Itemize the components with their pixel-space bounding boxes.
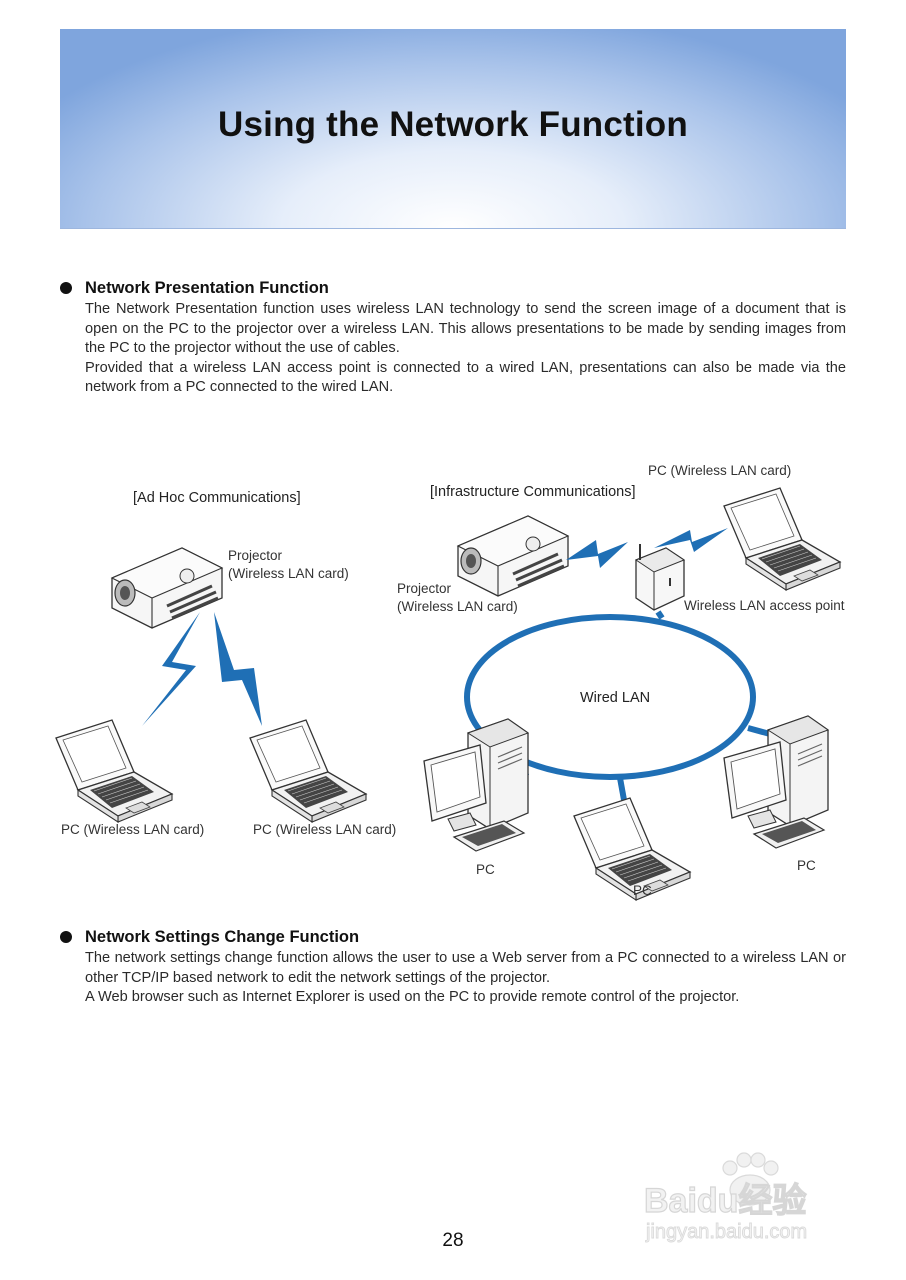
page-title: Using the Network Function <box>218 105 688 144</box>
section-paragraph: Provided that a wireless LAN access poin… <box>85 359 846 396</box>
lan-connection-line <box>617 777 627 801</box>
wireless-signal-icon <box>654 528 728 552</box>
pc-desktop-right-icon <box>723 715 829 849</box>
infra-projector-label: Projector <box>397 581 452 596</box>
network-presentation-section: Network Presentation Function The Networ… <box>60 279 846 398</box>
lan-connection-line <box>655 610 665 620</box>
adhoc-projector-label: (Wireless LAN card) <box>228 566 349 581</box>
title-banner: Using the Network Function <box>60 29 846 229</box>
adhoc-title: [Ad Hoc Communications] <box>133 490 301 506</box>
network-settings-section: Network Settings Change Function The net… <box>60 928 846 1008</box>
pc-laptop-center-icon <box>573 797 691 901</box>
adhoc-pc-label: PC (Wireless LAN card) <box>61 822 204 837</box>
section-paragraph: The network settings change function all… <box>85 950 846 986</box>
infra-laptop-wireless-icon <box>723 487 841 591</box>
access-point-icon <box>634 544 686 611</box>
adhoc-laptop-left-icon <box>55 719 173 823</box>
infra-pc-label: PC <box>797 858 816 873</box>
infra-projector-icon <box>456 514 570 598</box>
page-number: 28 <box>442 1230 464 1251</box>
access-point-label: Wireless LAN access point <box>684 598 845 613</box>
wireless-signal-icon <box>566 540 628 568</box>
network-diagram: [Ad Hoc Communications] Projector (Wirel… <box>55 463 845 901</box>
adhoc-projector-label: Projector <box>228 548 283 563</box>
wireless-signal-icon <box>214 612 262 726</box>
pc-desktop-left-icon <box>423 718 529 852</box>
adhoc-laptop-right-icon <box>249 719 367 823</box>
wired-lan-label: Wired LAN <box>580 690 650 706</box>
bullet-icon <box>60 282 72 294</box>
baidu-watermark: Baidu经验 jingyan.baidu.com <box>643 1152 808 1243</box>
adhoc-pc-label: PC (Wireless LAN card) <box>253 822 396 837</box>
infra-pc-label: PC <box>476 862 495 877</box>
section-paragraph: The Network Presentation function uses w… <box>85 301 846 356</box>
bullet-icon <box>60 931 72 943</box>
watermark-url: jingyan.baidu.com <box>645 1221 807 1243</box>
lan-connection-line <box>747 725 771 737</box>
wired-lan-ring <box>464 614 756 780</box>
section-paragraph: A Web browser such as Internet Explorer … <box>85 989 740 1005</box>
wireless-signal-icon <box>142 612 200 726</box>
section-heading: Network Presentation Function <box>85 279 329 297</box>
infrastructure-title: [Infrastructure Communications] <box>430 484 636 500</box>
adhoc-projector-icon <box>110 546 224 630</box>
section-heading: Network Settings Change Function <box>85 928 360 946</box>
infra-projector-label: (Wireless LAN card) <box>397 599 518 614</box>
watermark-brand: Baidu经验 <box>644 1181 806 1220</box>
infra-pc-wireless-label: PC (Wireless LAN card) <box>648 463 791 478</box>
infra-pc-label: PC <box>633 883 652 898</box>
